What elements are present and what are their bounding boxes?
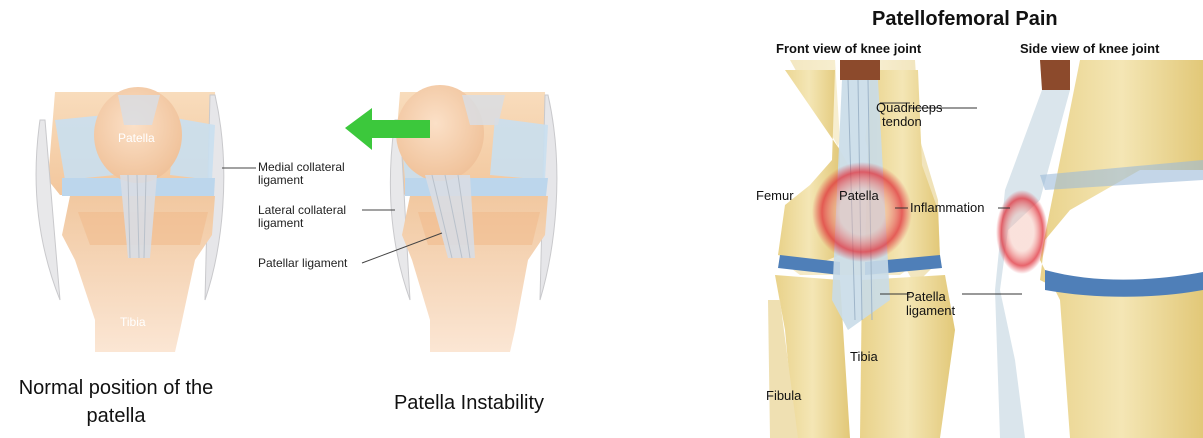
side-knee-illustration xyxy=(995,60,1203,438)
lateral-collateral-label: Lateral collateral ligament xyxy=(258,204,346,230)
patellar-ligament-label: Patellar ligament xyxy=(258,257,347,270)
tibia-label: Tibia xyxy=(120,316,146,329)
tibia-label-right: Tibia xyxy=(850,350,878,364)
fibula-label: Fibula xyxy=(766,389,801,403)
patellofemoral-illustration xyxy=(740,0,1203,438)
front-view-heading: Front view of knee joint xyxy=(776,41,921,56)
quadriceps-tendon-label: Quadriceps tendon xyxy=(876,101,942,129)
patella-comparison-panel: Patella Tibia Medial collateral ligament… xyxy=(0,0,600,438)
medial-collateral-label: Medial collateral ligament xyxy=(258,161,345,187)
diagram-title: Patellofemoral Pain xyxy=(872,8,1058,31)
patella-ligament-label: Patella ligament xyxy=(906,290,955,318)
patellofemoral-pain-panel: Patellofemoral Pain Front view of knee j… xyxy=(740,0,1203,438)
normal-knee-illustration xyxy=(36,87,224,352)
caption-normal: Normal position of the patella xyxy=(0,374,232,430)
femur-label: Femur xyxy=(756,189,794,203)
patella-label-right: Patella xyxy=(839,189,879,203)
patella-label: Patella xyxy=(118,132,155,145)
caption-instability: Patella Instability xyxy=(355,389,583,417)
inflammation-label: Inflammation xyxy=(910,201,984,215)
side-view-heading: Side view of knee joint xyxy=(1020,41,1159,56)
